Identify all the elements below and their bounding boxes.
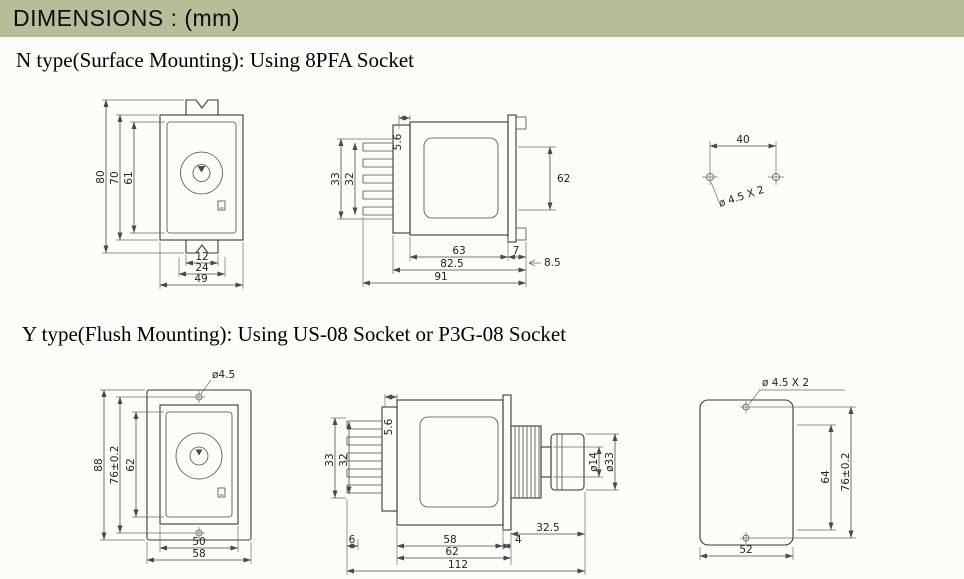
ribbed-collar — [510, 425, 542, 499]
rear-knob — [550, 433, 585, 491]
page-title: DIMENSIONS : (mm) — [13, 5, 240, 31]
dim-y-side-dia14: ø14 — [588, 452, 600, 472]
n-front-view: 80 70 61 12 24 49 — [95, 99, 244, 289]
dim-y-front-62: 62 — [125, 458, 137, 471]
dim-n-side-32: 32 — [344, 172, 356, 185]
dim-n-front-24: 24 — [195, 262, 209, 274]
dim-n-side-33: 33 — [330, 172, 342, 185]
dim-y-cutout-52: 52 — [739, 544, 752, 556]
dim-y-front-screw: ø4.5 — [212, 369, 235, 381]
dim-y-side-6: 6 — [349, 534, 356, 546]
dim-y-side-112: 112 — [448, 559, 468, 571]
dim-y-cutout-64: 64 — [820, 470, 832, 484]
y-panel-cutout: ø 4.5 X 2 64 76±0.2 52 — [699, 377, 856, 560]
page-header: DIMENSIONS : (mm) — [0, 0, 964, 37]
dim-y-front-50: 50 — [192, 536, 205, 548]
dim-y-side-62: 62 — [445, 546, 458, 558]
y-side-view: 33 32 5.6 ø14 ø33 32.5 6 58 4 62 112 — [324, 394, 619, 575]
dim-n-front-70: 70 — [109, 171, 121, 184]
dim-n-holes-40: 40 — [736, 134, 749, 146]
dial-pointer — [197, 166, 206, 173]
dim-n-side-5-6: 5.6 — [392, 133, 404, 150]
dim-y-side-32: 32 — [338, 453, 350, 466]
dim-y-side-5-6: 5.6 — [383, 418, 395, 435]
section-n-title: N type(Surface Mounting): Using 8PFA Soc… — [16, 48, 414, 72]
n-mounting-holes: 40 ø 4.5 X 2 — [702, 134, 784, 210]
dim-y-front-76: 76±0.2 — [109, 446, 121, 485]
brand-mark-icon — [217, 200, 226, 211]
brand-mark-icon — [217, 487, 226, 498]
dim-n-front-12: 12 — [195, 251, 208, 263]
dim-n-side-7: 7 — [513, 245, 520, 257]
n-type-drawings: 80 70 61 12 24 49 — [95, 99, 784, 289]
y-front-view: ø4.5 88 76±0.2 62 50 58 — [93, 369, 252, 564]
dim-n-side-91: 91 — [434, 271, 447, 283]
mounting-flange — [507, 114, 517, 243]
y-type-drawings: ø4.5 88 76±0.2 62 50 58 — [93, 369, 856, 575]
dim-y-front-58: 58 — [192, 548, 205, 560]
dim-y-side-33: 33 — [324, 453, 336, 466]
dial-pointer — [195, 449, 203, 456]
dial-knob — [189, 446, 209, 466]
dim-y-front-88: 88 — [93, 458, 105, 471]
dim-n-side-82-5: 82.5 — [440, 258, 463, 270]
n-side-view: 33 32 5.6 62 63 7 8.5 82.5 91 — [330, 114, 570, 287]
dim-y-side-58: 58 — [443, 534, 456, 546]
dim-n-side-62: 62 — [557, 173, 570, 185]
shaft — [540, 446, 552, 478]
dim-y-cutout-76: 76±0.2 — [840, 453, 852, 492]
dim-n-front-61: 61 — [123, 171, 135, 184]
dim-n-side-8-5: 8.5 — [544, 257, 561, 269]
mounting-flange — [502, 394, 512, 531]
dim-y-side-32-5: 32.5 — [536, 522, 559, 534]
dim-n-holes-note: ø 4.5 X 2 — [717, 184, 765, 210]
dim-n-side-63: 63 — [452, 245, 465, 257]
dim-y-cutout-note: ø 4.5 X 2 — [762, 377, 809, 389]
dim-y-side-4: 4 — [515, 534, 522, 546]
dim-n-front-80: 80 — [95, 170, 107, 183]
dial-outer — [175, 432, 223, 480]
dial-outer — [180, 151, 223, 195]
dim-n-front-49: 49 — [194, 273, 207, 285]
dim-y-side-dia33: ø33 — [604, 452, 616, 472]
section-y-title: Y type(Flush Mounting): Using US-08 Sock… — [22, 322, 567, 346]
dial-knob — [192, 164, 211, 182]
